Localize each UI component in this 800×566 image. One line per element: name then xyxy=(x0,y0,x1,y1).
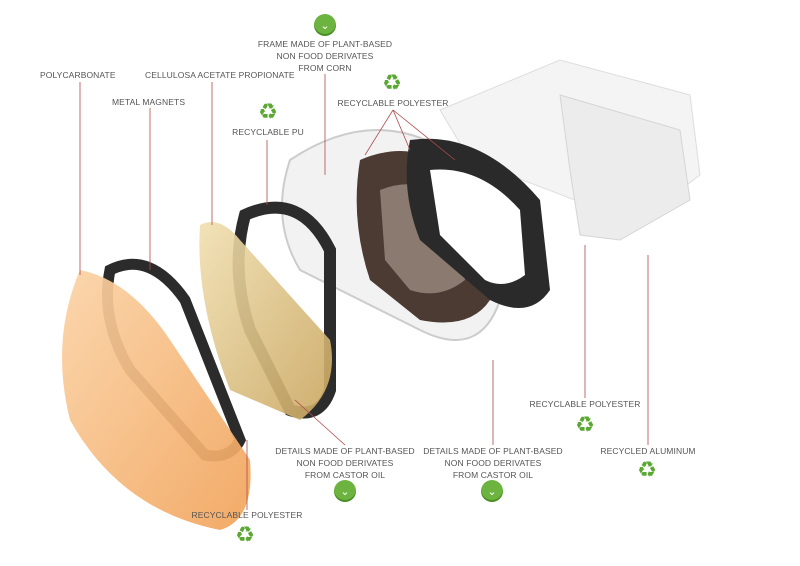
label-line: DETAILS MADE OF PLANT-BASED xyxy=(275,446,415,456)
label-line: FROM CASTOR OIL xyxy=(452,470,534,480)
label-details-1: DETAILS MADE OF PLANT-BASED NON FOOD DER… xyxy=(275,445,415,481)
lens-yellow xyxy=(199,222,332,420)
label-line: DETAILS MADE OF PLANT-BASED xyxy=(423,446,563,456)
leaf-icon: ⌄ xyxy=(314,14,336,36)
leader-lines xyxy=(79,74,649,510)
label-polycarbonate: POLYCARBONATE xyxy=(40,70,116,80)
label-frame: FRAME MADE OF PLANT-BASED NON FOOD DERIV… xyxy=(258,38,392,74)
label-line: NON FOOD DERIVATES xyxy=(296,458,394,468)
recycle-icon: ♻ xyxy=(258,99,278,124)
label-recycled-aluminum: RECYCLED ALUMINUM xyxy=(600,446,696,456)
label-recyclable-polyester-top: RECYCLABLE POLYESTER xyxy=(337,98,449,108)
label-recyclable-polyester-bottom: RECYCLABLE POLYESTER xyxy=(191,510,303,520)
label-cellulosa: CELLULOSA ACETATE PROPIONATE xyxy=(145,70,295,80)
recycle-icon: ♻ xyxy=(575,412,595,437)
label-line: FROM CASTOR OIL xyxy=(304,470,386,480)
label-details-2: DETAILS MADE OF PLANT-BASED NON FOOD DER… xyxy=(423,445,563,481)
strap-band xyxy=(559,94,691,241)
leaf-icon: ⌄ xyxy=(481,480,503,502)
label-line: NON FOOD DERIVATES xyxy=(276,51,374,61)
label-line: NON FOOD DERIVATES xyxy=(444,458,542,468)
lens-orange xyxy=(62,270,251,530)
recycle-icon: ♻ xyxy=(637,457,657,482)
label-line: FRAME MADE OF PLANT-BASED xyxy=(257,39,393,49)
leaf-icon: ⌄ xyxy=(334,480,356,502)
label-recyclable-polyester-right: RECYCLABLE POLYESTER xyxy=(529,399,641,409)
label-recyclable-pu: RECYCLABLE PU xyxy=(232,127,304,137)
recycle-icon: ♻ xyxy=(235,522,255,547)
label-line: FROM CORN xyxy=(298,63,352,73)
recycle-icon: ♻ xyxy=(382,70,402,95)
label-metal-magnets: METAL MAGNETS xyxy=(112,97,186,107)
